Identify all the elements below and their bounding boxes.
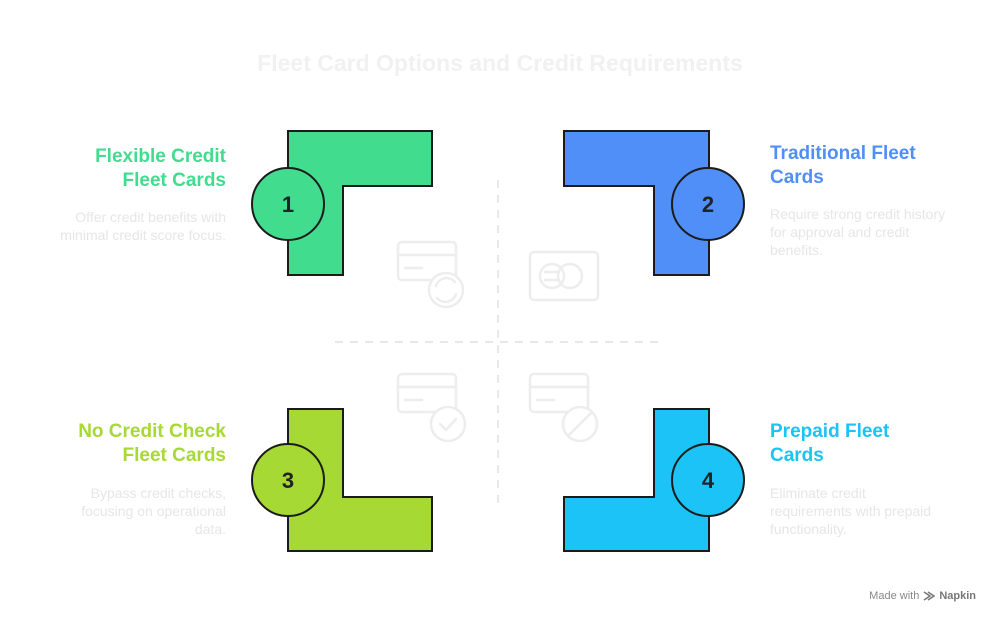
l-shape-4 — [563, 408, 710, 552]
label-line-2: Cards — [770, 167, 824, 188]
diagram-title: Fleet Card Options and Credit Requiremen… — [257, 50, 743, 76]
label-flexible-credit: Flexible Credit Fleet Cards — [95, 145, 226, 193]
card-chip-icon — [528, 250, 600, 302]
label-line-1: Flexible Credit — [95, 146, 226, 167]
label-line-2: Fleet Cards — [122, 170, 226, 191]
l-shape-1 — [287, 130, 433, 276]
label-no-credit-check: No Credit Check Fleet Cards — [78, 420, 226, 468]
card-blocked-icon — [528, 372, 599, 443]
label-line-1: Traditional Fleet — [770, 143, 916, 164]
description-flexible-credit: Offer credit benefits with minimal credi… — [60, 209, 226, 243]
number-badge-1 — [251, 167, 325, 241]
number-1: 1 — [282, 192, 294, 217]
label-prepaid: Prepaid Fleet Cards — [770, 420, 889, 468]
l-shape-3 — [287, 408, 433, 552]
description-traditional: Require strong credit history for approv… — [770, 206, 946, 258]
number-4: 4 — [702, 468, 715, 493]
label-line-2: Cards — [770, 445, 824, 466]
label-traditional: Traditional Fleet Cards — [770, 142, 916, 190]
napkin-logo-icon — [923, 591, 936, 601]
description-no-credit-check: Bypass credit checks, focusing on operat… — [81, 485, 226, 537]
number-2: 2 — [702, 192, 714, 217]
l-shape-2 — [563, 130, 710, 276]
card-check-icon — [396, 372, 467, 443]
label-line-1: Prepaid Fleet — [770, 421, 890, 442]
made-with-napkin[interactable]: Made with Napkin — [869, 590, 976, 602]
number-3: 3 — [282, 468, 294, 493]
description-prepaid: Eliminate credit requirements with prepa… — [770, 485, 932, 537]
number-badge-3 — [251, 443, 325, 517]
label-line-2: Fleet Cards — [122, 445, 226, 466]
made-with-text: Made with — [869, 590, 920, 602]
number-badge-4 — [671, 443, 745, 517]
napkin-brand: Napkin — [939, 590, 976, 602]
card-refresh-icon — [396, 240, 465, 309]
label-line-1: No Credit Check — [78, 421, 226, 442]
number-badge-2 — [671, 167, 745, 241]
